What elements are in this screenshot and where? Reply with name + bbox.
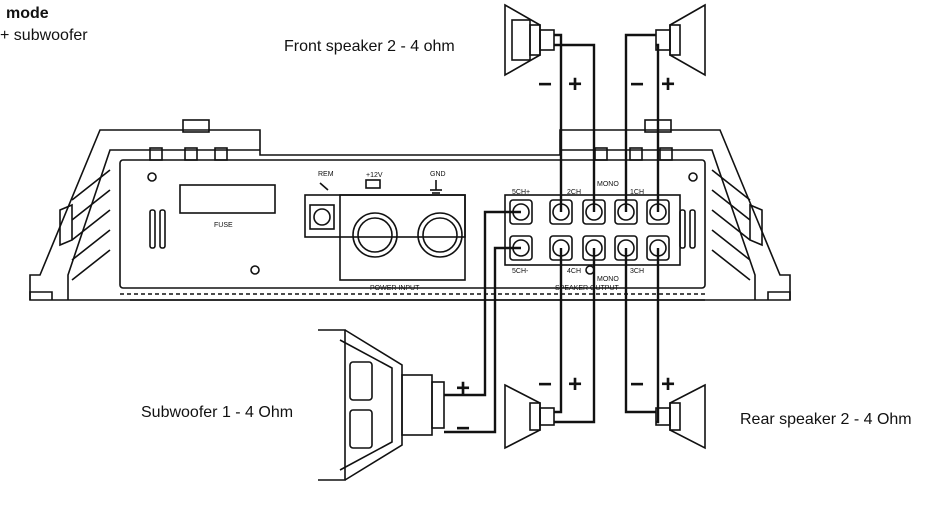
mode-subtitle: + subwoofer: [0, 27, 88, 44]
ch2-label: 2CH: [567, 189, 581, 196]
rear-right-minus: −: [630, 371, 644, 398]
speaker-output-label: SPEAKER OUTPUT: [555, 285, 620, 292]
rear-speaker-left-icon: [504, 383, 555, 450]
amplifier-body: [29, 119, 791, 301]
sub-plus: +: [456, 375, 470, 402]
ch5-minus-label: 5CH-: [512, 268, 529, 275]
mono-top-label: MONO: [597, 181, 619, 188]
front-right-minus: −: [630, 71, 644, 98]
rear-speaker-right-icon: [655, 383, 706, 450]
fuse-label: FUSE: [214, 222, 233, 229]
ch3-label: 3CH: [630, 268, 644, 275]
subwoofer-icon: [318, 329, 445, 481]
front-left-minus: −: [538, 71, 552, 98]
rear-left-plus: +: [568, 371, 582, 398]
mode-title: mode: [6, 5, 49, 22]
rear-speaker-caption: Rear speaker 2 - 4 Ohm: [740, 411, 912, 428]
ch1-label: 1CH: [630, 189, 644, 196]
front-right-plus: +: [661, 71, 675, 98]
ch4-label: 4CH: [567, 268, 581, 275]
mono-bottom-label: MONO: [597, 276, 619, 283]
sub-minus: −: [456, 415, 470, 442]
front-speaker-left-icon: [504, 3, 555, 77]
gnd-label: GND: [430, 171, 446, 178]
speaker-wires: [444, 33, 660, 434]
rear-right-plus: +: [661, 371, 675, 398]
subwoofer-caption: Subwoofer 1 - 4 Ohm: [141, 404, 294, 421]
front-left-plus: +: [568, 71, 582, 98]
ch5-plus-label: 5CH+: [512, 189, 530, 196]
front-speaker-caption: Front speaker 2 - 4 ohm: [284, 38, 455, 55]
front-speaker-right-icon: [655, 3, 706, 77]
rear-left-minus: −: [538, 371, 552, 398]
rem-label: REM: [318, 171, 334, 178]
v12-label: +12V: [366, 172, 383, 179]
power-input-label: POWER INPUT: [370, 285, 420, 292]
speaker-terminals: [509, 199, 670, 261]
